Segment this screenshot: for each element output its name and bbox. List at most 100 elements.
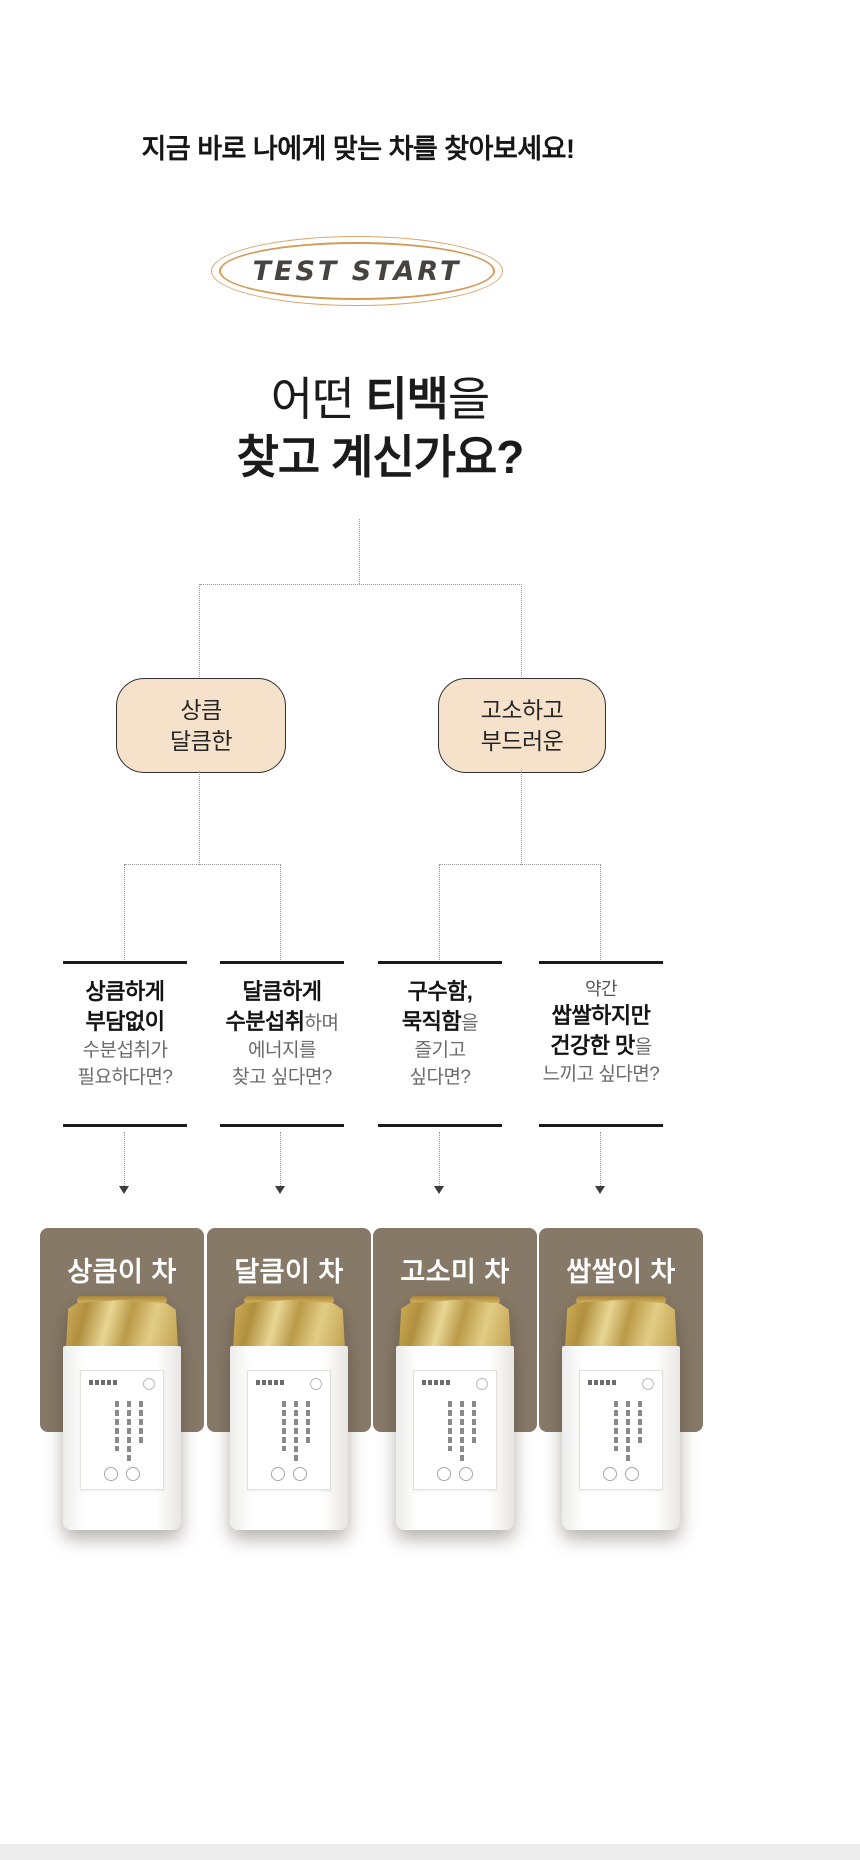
package-label	[80, 1370, 164, 1490]
label-logo-mark	[588, 1380, 618, 1385]
stamp-icon	[459, 1467, 473, 1481]
question-title: 어떤 티백을 찾고 계신가요?	[0, 370, 760, 486]
connector-branch-right	[521, 584, 522, 679]
connector-leaf-1	[124, 864, 125, 962]
connector-leaf-2	[280, 864, 281, 962]
leaf-line: 쌉쌀하지만	[551, 1003, 651, 1028]
label-badge-icon	[476, 1378, 488, 1390]
question-line1: 어떤 티백을	[0, 370, 760, 428]
label-vertical-text	[460, 1401, 464, 1463]
question-line1-emphasis: 티백	[365, 373, 449, 425]
leaf-line: 싶다면?	[409, 1067, 471, 1088]
product-package-image	[63, 1296, 181, 1530]
connector-left-stem	[199, 771, 200, 865]
label-vertical-text	[115, 1401, 119, 1451]
package-body	[230, 1346, 348, 1530]
connector-leaf-4	[600, 864, 601, 962]
next-section-edge	[0, 1844, 860, 1860]
package-body	[396, 1346, 514, 1530]
leaf-divider-top	[63, 961, 187, 964]
leaf-text: 상큼하게 부담없이 수분섭취가 필요하다면?	[45, 977, 205, 1091]
question-line2: 찾고 계신가요?	[236, 431, 525, 483]
connector-right-stem	[521, 771, 522, 865]
test-start-label: TEST START	[252, 255, 462, 287]
leaf-line: 필요하다면?	[77, 1067, 173, 1088]
label-logo-mark	[256, 1380, 286, 1385]
label-stamps	[580, 1467, 662, 1481]
leaf-line: 느끼고 싶다면?	[542, 1064, 660, 1085]
leaf-divider-bottom	[63, 1124, 187, 1127]
label-badge-icon	[143, 1378, 155, 1390]
leaf-line: 찾고 싶다면?	[232, 1067, 332, 1088]
leaf-line: 수분섭취가	[82, 1040, 168, 1061]
leaf-line: 하며	[304, 1013, 339, 1034]
test-start-button[interactable]: TEST START	[211, 236, 503, 306]
leaf-option-nutty: 구수함, 묵직함을 즐기고 싶다면?	[360, 961, 520, 1127]
label-stamps	[81, 1467, 163, 1481]
connector-root	[359, 519, 360, 584]
leaf-line: 달큼하게	[242, 979, 322, 1004]
connector-leaf-3	[439, 864, 440, 962]
leaf-divider-top	[539, 961, 663, 964]
branch-label-line: 달큼한	[170, 727, 232, 754]
label-stamps	[248, 1467, 330, 1481]
connector-branch-top	[200, 584, 522, 585]
product-package-image	[230, 1296, 348, 1530]
arrow-down-icon	[595, 1186, 605, 1194]
leaf-line: 즐기고	[414, 1040, 466, 1061]
label-vertical-text	[282, 1401, 286, 1451]
leaf-divider-top	[220, 961, 344, 964]
branch-label-line: 상큼	[180, 696, 222, 723]
label-badge-icon	[310, 1378, 322, 1390]
label-vertical-text	[472, 1401, 476, 1445]
label-stamps	[414, 1467, 496, 1481]
package-foil-top	[66, 1300, 178, 1348]
arrow-line	[439, 1132, 440, 1188]
package-label	[579, 1370, 663, 1490]
arrow-line	[280, 1132, 281, 1188]
stamp-icon	[625, 1467, 639, 1481]
package-body	[562, 1346, 680, 1530]
leaf-line: 건강한 맛	[550, 1033, 635, 1058]
product-package-image	[562, 1296, 680, 1530]
stamp-icon	[271, 1467, 285, 1481]
branch-label-line: 고소하고	[480, 696, 564, 723]
label-badge-icon	[642, 1378, 654, 1390]
stamp-icon	[293, 1467, 307, 1481]
label-logo-mark	[422, 1380, 452, 1385]
question-line1-pre: 어떤	[270, 373, 366, 425]
connector-right-split	[440, 864, 601, 865]
label-vertical-text	[294, 1401, 298, 1463]
label-vertical-text	[127, 1401, 131, 1463]
product-name: 고소미 차	[400, 1257, 510, 1287]
product-name: 쌉쌀이 차	[566, 1257, 676, 1287]
arrow-down-icon	[434, 1186, 444, 1194]
question-line1-post: 을	[447, 373, 490, 425]
leaf-text: 달큼하게 수분섭취하며 에너지를 찾고 싶다면?	[202, 977, 362, 1091]
branch-label-line: 부드러운	[480, 727, 564, 754]
branch-fresh-sweet: 상큼 달큼한	[116, 678, 286, 773]
label-vertical-text	[139, 1401, 143, 1445]
leaf-line: 부담없이	[85, 1009, 165, 1034]
label-vertical-text	[626, 1401, 630, 1463]
product-name: 달큼이 차	[234, 1257, 344, 1287]
leaf-line: 묵직함	[401, 1009, 462, 1034]
label-vertical-text	[614, 1401, 618, 1451]
product-package-image	[396, 1296, 514, 1530]
leaf-option-sweet: 달큼하게 수분섭취하며 에너지를 찾고 싶다면?	[202, 961, 362, 1127]
leaf-line: 에너지를	[248, 1040, 316, 1061]
leaf-line: 을	[461, 1013, 479, 1034]
leaf-line: 구수함,	[407, 979, 473, 1004]
leaf-divider-top	[378, 961, 502, 964]
package-foil-top	[399, 1300, 511, 1348]
arrow-line	[124, 1132, 125, 1188]
oval-outer-ring	[211, 236, 503, 306]
leaf-divider-bottom	[220, 1124, 344, 1127]
arrow-down-icon	[119, 1186, 129, 1194]
package-label	[247, 1370, 331, 1490]
page-heading: 지금 바로 나에게 맞는 차를 찾아보세요!	[141, 134, 575, 164]
stamp-icon	[603, 1467, 617, 1481]
connector-branch-left	[199, 584, 200, 679]
package-body	[63, 1346, 181, 1530]
